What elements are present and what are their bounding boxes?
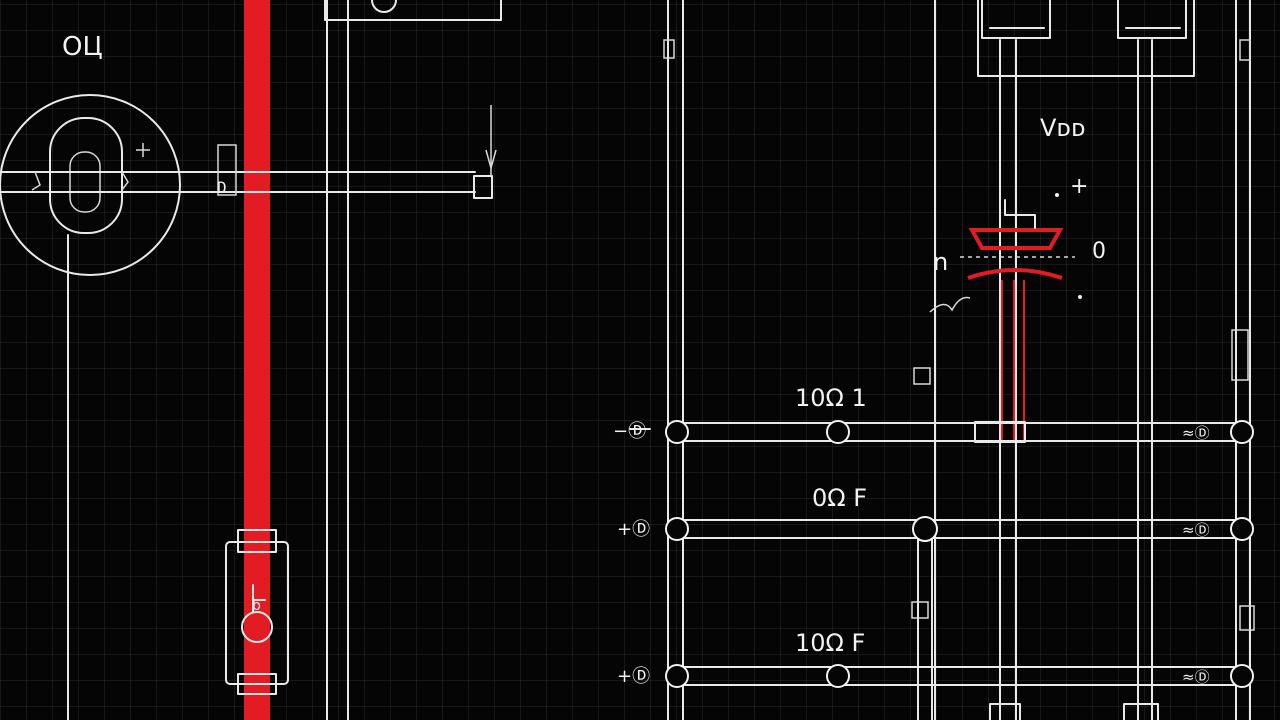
rail-2-in-label: +Ⓓ [617, 519, 650, 540]
switch-pin-label: b [252, 598, 261, 614]
rail-2 [665, 516, 1254, 542]
rail-3-out-label: ≈Ⓓ [1182, 668, 1210, 686]
cap-left-label: n [933, 248, 948, 276]
bottom-connectors [989, 703, 1159, 720]
rail-2-node-right [1230, 517, 1254, 541]
rail-3-node-mid [826, 664, 850, 688]
rail-2-node-left [665, 517, 689, 541]
right-vertical-wires [667, 0, 1251, 720]
rail-3-node-right [1230, 664, 1254, 688]
toggle-switch-symbol [225, 529, 289, 695]
top-connectors [977, 0, 1195, 77]
rail-1-in-label: −Ⓓ [613, 421, 646, 442]
rail-1-value: 10Ω 1 [795, 384, 867, 412]
rail-3 [665, 664, 1254, 688]
capacitor-symbol [929, 193, 1082, 440]
rail-1-node-mid [826, 420, 850, 444]
rail-1 [629, 420, 1254, 444]
edge-markers [663, 39, 1255, 631]
left-bus-wires [149, 0, 502, 720]
rail-3-node-left [665, 664, 689, 688]
rail-1-node-right [1230, 420, 1254, 444]
cap-right-label: 0 [1092, 239, 1106, 264]
side-tag: D [217, 178, 227, 197]
rail-3-value: 10Ω F [795, 629, 865, 657]
rail-2-value: 0Ω F [812, 484, 867, 512]
rail-1-out-label: ≈Ⓓ [1182, 424, 1210, 442]
vcc-label: Vᴅᴅ [1040, 114, 1085, 142]
label-top-left: ОЦ [62, 32, 103, 62]
relay-coil-symbol [0, 94, 181, 720]
rail-2-out-label: ≈Ⓓ [1182, 521, 1210, 539]
rail-1-node-left [665, 420, 689, 444]
plus-sign: + [1070, 174, 1088, 199]
rail-2-node-mid [912, 516, 938, 542]
rail-3-in-label: +Ⓓ [617, 666, 650, 687]
